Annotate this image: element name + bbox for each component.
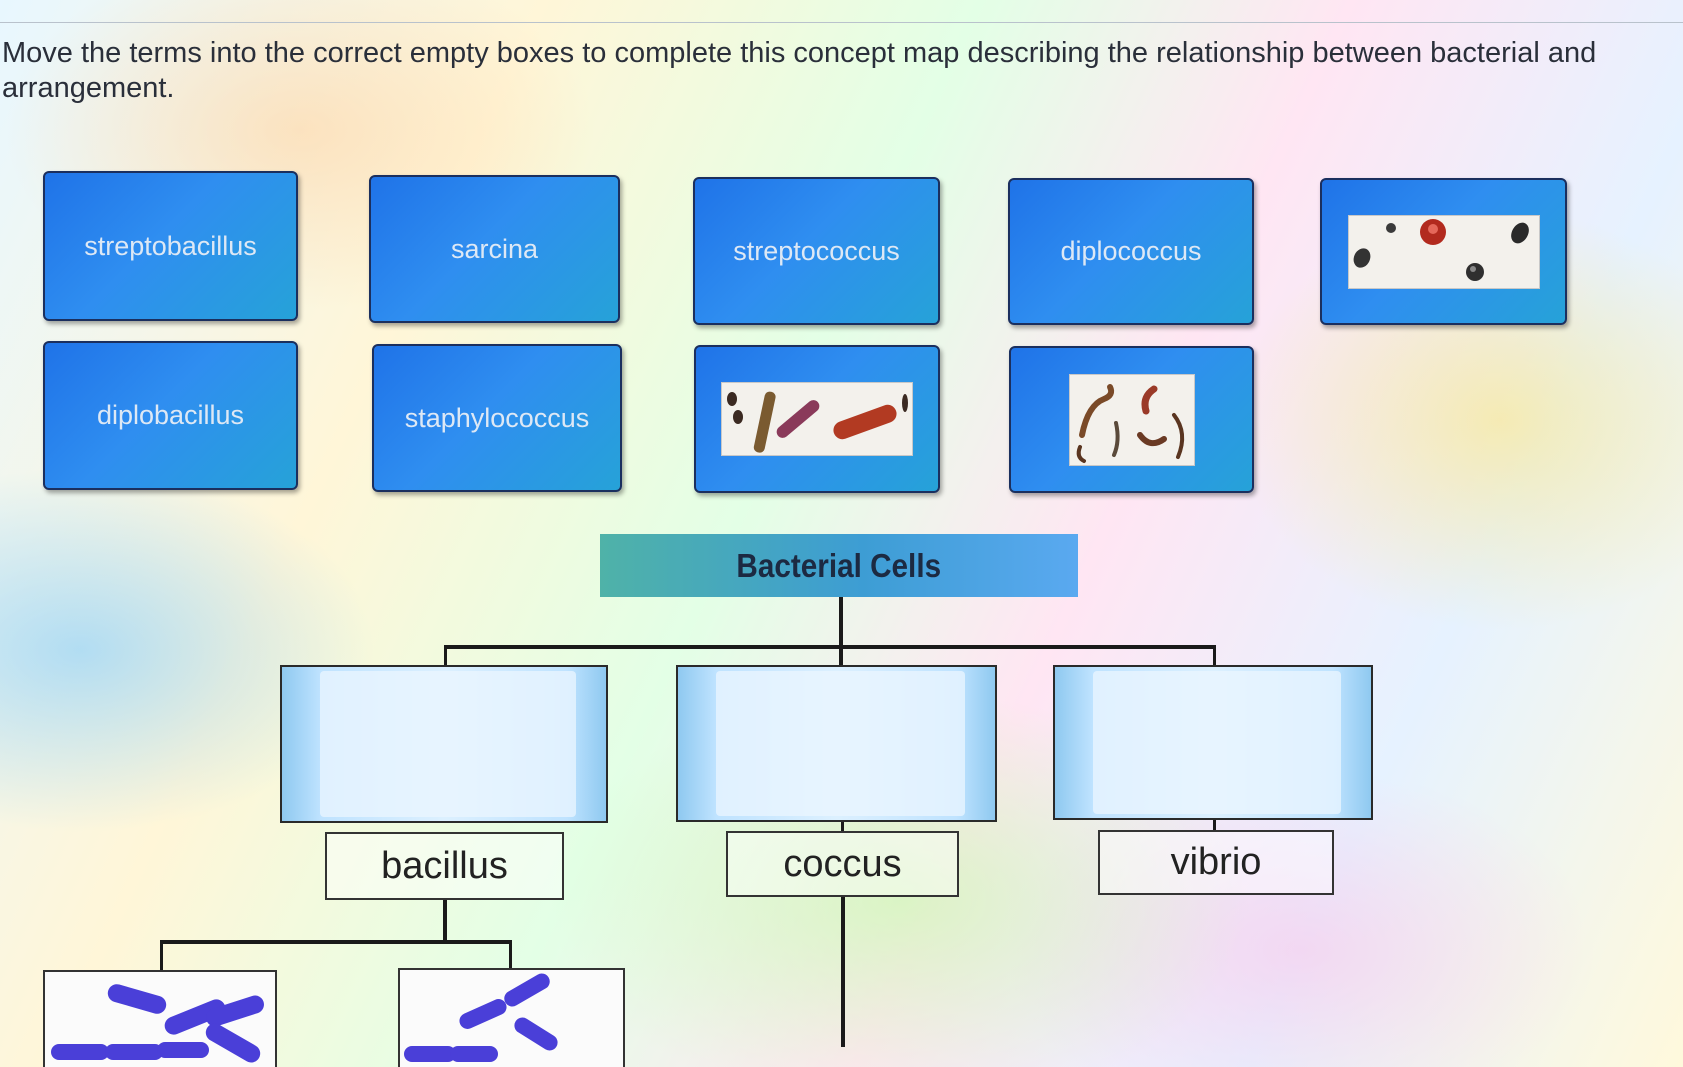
scattered-cocci-image [1347, 214, 1540, 289]
term-tile-streptobacillus[interactable]: streptobacillus [43, 171, 298, 321]
drop-box-vibrio[interactable] [1053, 665, 1373, 820]
term-label: streptococcus [733, 235, 900, 266]
drop-box-bacillus[interactable] [280, 665, 608, 823]
connector-line [444, 645, 447, 667]
vibrio-image [1068, 373, 1195, 466]
term-label: streptobacillus [84, 230, 257, 261]
term-label: diplococcus [1060, 236, 1202, 266]
concept-root-bacterial-cells: Bacterial Cells [600, 534, 1078, 597]
term-tile-diplobacillus[interactable]: diplobacillus [43, 341, 298, 490]
connector-line [1213, 645, 1216, 667]
connector-line [841, 897, 845, 1047]
term-tile-sarcina[interactable]: sarcina [369, 175, 620, 323]
streptobacillus-rods-image [404, 973, 558, 1062]
term-label: staphylococcus [404, 402, 590, 433]
connector-line [841, 822, 844, 832]
bacilli-image [721, 382, 913, 456]
term-tile-streptococcus[interactable]: streptococcus [693, 177, 940, 325]
shape-label-bacillus: bacillus [325, 832, 564, 900]
bacillus-arrangement-box-2[interactable] [398, 968, 625, 1067]
connector-line [839, 597, 843, 665]
connector-line [1213, 820, 1216, 830]
connector-line [444, 645, 1216, 649]
top-divider [0, 22, 1683, 23]
term-tile-staphylococcus[interactable]: staphylococcus [372, 344, 622, 492]
connector-line [160, 940, 163, 970]
shape-label-vibrio: vibrio [1098, 830, 1334, 895]
drop-box-coccus[interactable] [676, 665, 997, 822]
diplobacillus-rods-image [51, 984, 264, 1063]
image-tile-vibrio[interactable] [1009, 346, 1254, 493]
image-tile-cocci[interactable] [1320, 178, 1567, 325]
connector-line [160, 940, 512, 944]
instructions-text: Move the terms into the correct empty bo… [2, 37, 1597, 104]
connector-line [443, 900, 447, 942]
term-label: sarcina [450, 233, 539, 264]
shape-label-coccus: coccus [726, 831, 959, 897]
bacillus-arrangement-box-1[interactable] [43, 970, 277, 1067]
term-tile-diplococcus[interactable]: diplococcus [1008, 178, 1254, 325]
image-tile-bacilli[interactable] [694, 345, 940, 493]
connector-line [509, 940, 512, 970]
term-label: diplobacillus [96, 400, 245, 430]
root-label: Bacterial Cells [736, 546, 942, 584]
